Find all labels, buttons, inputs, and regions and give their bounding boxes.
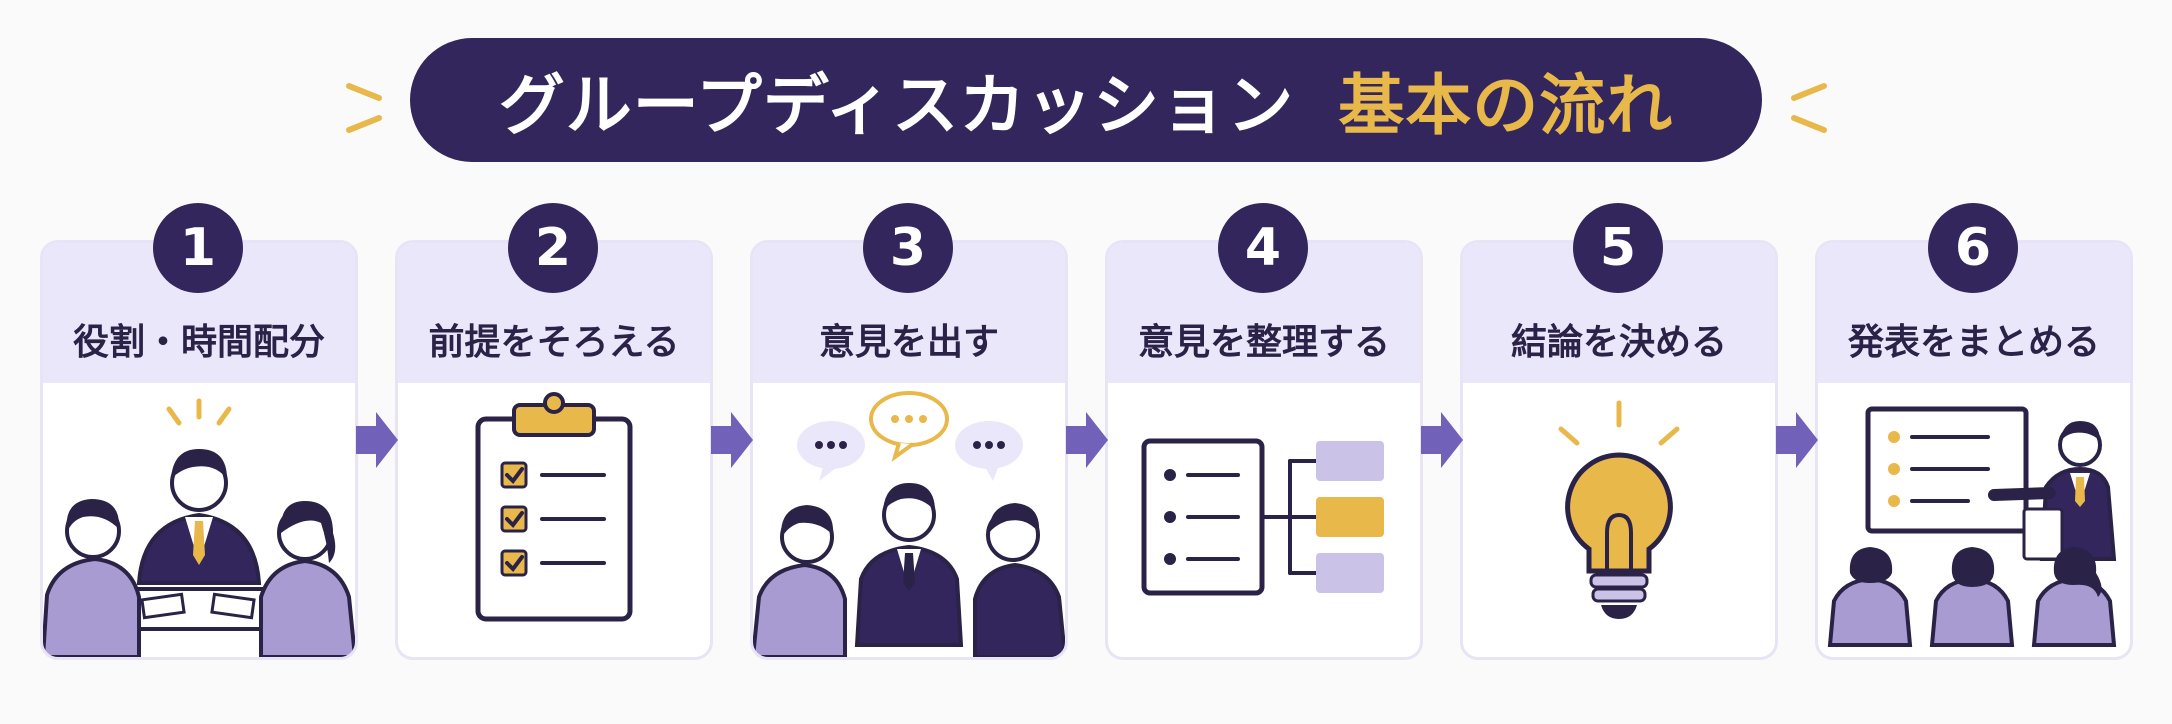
step-card-3-header: 意見を出す: [753, 243, 1065, 383]
flow-arrow-5-icon: [1776, 412, 1818, 468]
clipboard-checklist-icon: [475, 392, 633, 622]
step-3-number-badge: 3: [863, 203, 953, 293]
spark-right-icon: [1791, 83, 1827, 133]
flow-arrow-1-icon: [356, 412, 398, 468]
title-main: グループディスカッション: [498, 67, 1295, 144]
step-card-4: 意見を整理する: [1105, 240, 1423, 660]
step-6-number-badge: 6: [1928, 203, 2018, 293]
step-card-6: 発表をまとめる: [1815, 240, 2133, 660]
flow-arrow-4-icon: [1421, 412, 1463, 468]
step-card-2: 前提をそろえる: [395, 240, 713, 660]
step-card-6-header: 発表をまとめる: [1818, 243, 2130, 383]
meeting-leader-icon: [43, 398, 355, 657]
step-4-number-badge: 4: [1218, 203, 1308, 293]
step-card-5: 結論を決める: [1460, 240, 1778, 660]
step-5-number-badge: 5: [1573, 203, 1663, 293]
organize-list-icon: [1141, 438, 1384, 596]
discussion-speech-bubbles-icon: [753, 391, 1065, 657]
title-banner: グループディスカッション 基本の流れ: [410, 38, 1762, 162]
step-1-label: 役割・時間配分: [72, 322, 325, 363]
step-card-3: 意見を出す: [750, 240, 1068, 660]
flow-arrow-2-icon: [711, 412, 753, 468]
step-4-label: 意見を整理する: [1137, 322, 1390, 363]
step-6-label: 発表をまとめる: [1847, 322, 2100, 363]
step-3-label: 意見を出す: [818, 322, 999, 363]
step-1-number-badge: 1: [153, 203, 243, 293]
step-5-label: 結論を決める: [1510, 322, 1727, 363]
spark-left-icon: [346, 83, 382, 133]
step-2-number-badge: 2: [508, 203, 598, 293]
step-2-label: 前提をそろえる: [428, 322, 680, 363]
lightbulb-icon: [1558, 400, 1680, 619]
title-accent: 基本の流れ: [1338, 67, 1674, 144]
step-card-1: 役割・時間配分: [40, 240, 358, 660]
presentation-icon: [1827, 406, 2117, 647]
flow-arrow-3-icon: [1066, 412, 1108, 468]
